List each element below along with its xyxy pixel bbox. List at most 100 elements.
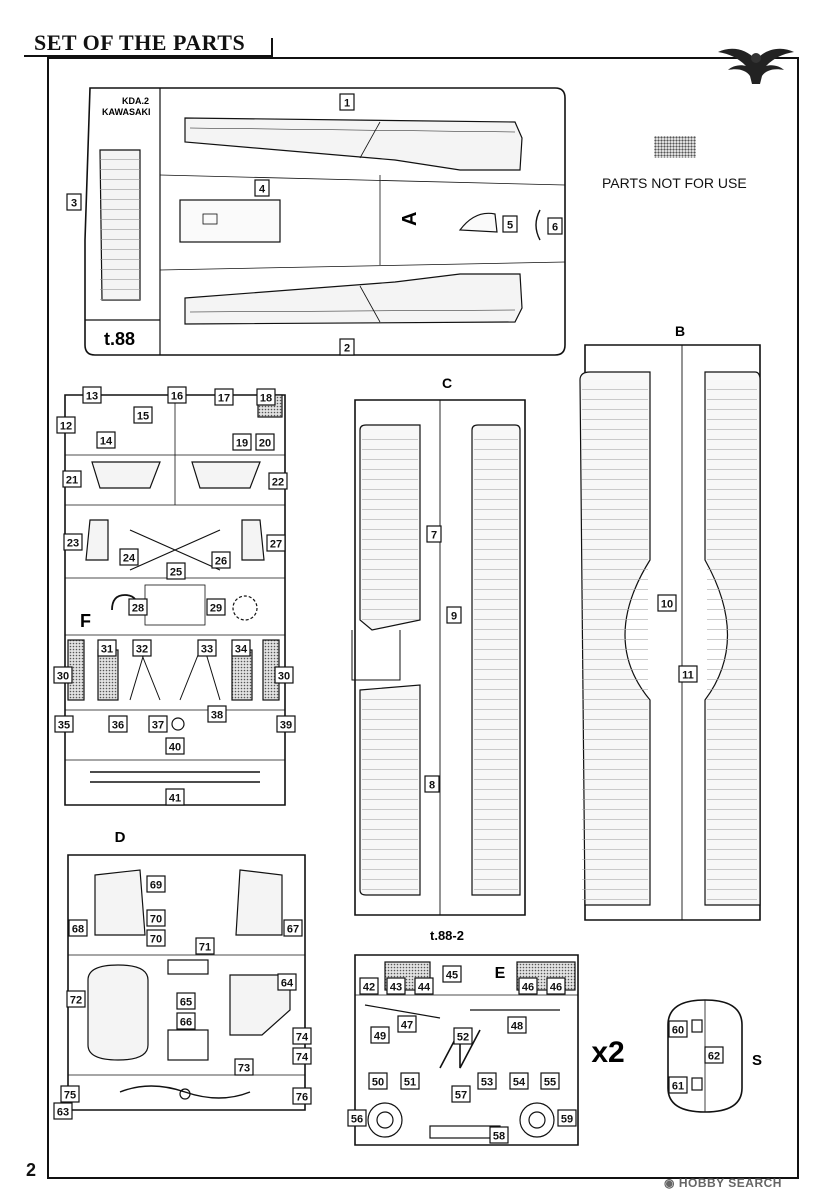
part-label-text: 48 <box>511 1021 523 1033</box>
part-label-text: 69 <box>150 880 162 892</box>
part-label-box <box>207 705 227 723</box>
part-label-text: 25 <box>170 567 182 579</box>
part-label-box <box>68 919 88 937</box>
part-label-box <box>507 1016 527 1034</box>
part-label-box <box>256 388 276 406</box>
part-label-text: 54 <box>513 1077 526 1089</box>
part-label-text: 30 <box>57 671 69 683</box>
part-label-69: 69 <box>146 875 166 893</box>
part-label-box <box>60 1085 80 1103</box>
part-label-box <box>477 1072 497 1090</box>
part-label-text: 24 <box>123 553 136 565</box>
part-label-text: 70 <box>150 914 162 926</box>
part-label-4: 4 <box>254 179 270 197</box>
part-label-box <box>292 1027 312 1045</box>
part-label-13: 13 <box>82 386 102 404</box>
part-label-30: 30 <box>53 666 73 684</box>
part-label-17: 17 <box>214 388 234 406</box>
part-label-text: 61 <box>672 1081 684 1093</box>
part-label-box <box>66 193 82 211</box>
part-label-70: 70 <box>146 929 166 947</box>
part-label-box <box>146 909 166 927</box>
part-label-text: 60 <box>672 1025 684 1037</box>
part-label-62: 62 <box>704 1046 724 1064</box>
part-label-box <box>276 715 296 733</box>
part-label-box <box>397 1015 417 1033</box>
part-label-box <box>232 433 252 451</box>
part-label-box <box>54 715 74 733</box>
part-label-31: 31 <box>97 639 117 657</box>
sprue-a <box>84 87 566 356</box>
part-label-29: 29 <box>206 598 226 616</box>
part-label-text: 56 <box>351 1114 363 1126</box>
sprue-c-code: t.88-2 <box>430 928 464 943</box>
part-label-19: 19 <box>232 433 252 451</box>
part-label-14: 14 <box>96 431 116 449</box>
part-label-63: 63 <box>53 1102 73 1120</box>
part-label-67: 67 <box>283 919 303 937</box>
part-label-text: 57 <box>455 1090 467 1102</box>
part-label-box <box>119 548 139 566</box>
part-label-box <box>167 386 187 404</box>
part-label-text: 41 <box>169 793 181 805</box>
part-label-box <box>195 937 215 955</box>
part-label-71: 71 <box>195 937 215 955</box>
part-label-65: 65 <box>176 992 196 1010</box>
part-label-box <box>128 598 148 616</box>
part-label-box <box>206 598 226 616</box>
part-label-39: 39 <box>276 715 296 733</box>
part-label-box <box>274 666 294 684</box>
part-label-text: 42 <box>363 982 375 994</box>
sprue-a-code: t.88 <box>104 329 135 349</box>
part-label-12: 12 <box>56 416 76 434</box>
part-label-box <box>540 1072 560 1090</box>
part-label-text: 1 <box>344 98 350 110</box>
part-label-10: 10 <box>657 594 677 612</box>
part-label-text: 44 <box>418 982 431 994</box>
part-label-text: 9 <box>451 611 457 623</box>
part-label-text: 72 <box>70 995 82 1007</box>
watermark: ◉ HOBBY SEARCH <box>664 1176 782 1190</box>
part-label-74: 74 <box>292 1027 312 1045</box>
part-label-text: 51 <box>404 1077 416 1089</box>
part-label-28: 28 <box>128 598 148 616</box>
part-label-37: 37 <box>148 715 168 733</box>
part-label-15: 15 <box>133 406 153 424</box>
part-label-46: 46 <box>546 977 566 995</box>
part-label-text: 10 <box>661 599 673 611</box>
part-label-box <box>266 534 286 552</box>
part-label-box <box>347 1109 367 1127</box>
part-label-box <box>546 977 566 995</box>
part-label-text: 39 <box>280 720 292 732</box>
part-label-text: 4 <box>259 184 266 196</box>
part-label-52: 52 <box>453 1027 473 1045</box>
part-label-text: 33 <box>201 644 213 656</box>
part-label-text: 12 <box>60 421 72 433</box>
part-label-58: 58 <box>489 1126 509 1144</box>
part-label-box <box>268 472 288 490</box>
part-label-66: 66 <box>176 1012 196 1030</box>
part-label-box <box>557 1109 577 1127</box>
part-label-text: 74 <box>296 1052 309 1064</box>
part-label-box <box>414 977 434 995</box>
part-label-text: 15 <box>137 411 149 423</box>
part-label-box <box>132 639 152 657</box>
watermark-text: HOBBY SEARCH <box>678 1176 782 1190</box>
part-label-text: 67 <box>287 924 299 936</box>
part-label-48: 48 <box>507 1016 527 1034</box>
part-label-9: 9 <box>446 606 462 624</box>
part-label-64: 64 <box>277 973 297 991</box>
part-label-72: 72 <box>66 990 86 1008</box>
sprue-b-letter: B <box>675 323 685 339</box>
part-label-box <box>146 875 166 893</box>
part-label-49: 49 <box>370 1026 390 1044</box>
part-label-box <box>176 992 196 1010</box>
part-label-45: 45 <box>442 965 462 983</box>
hobby-search-logo-icon: ◉ <box>664 1176 675 1190</box>
part-label-5: 5 <box>502 215 518 233</box>
part-label-text: 5 <box>507 220 513 232</box>
part-label-text: 73 <box>238 1063 250 1075</box>
part-label-1: 1 <box>339 93 355 111</box>
